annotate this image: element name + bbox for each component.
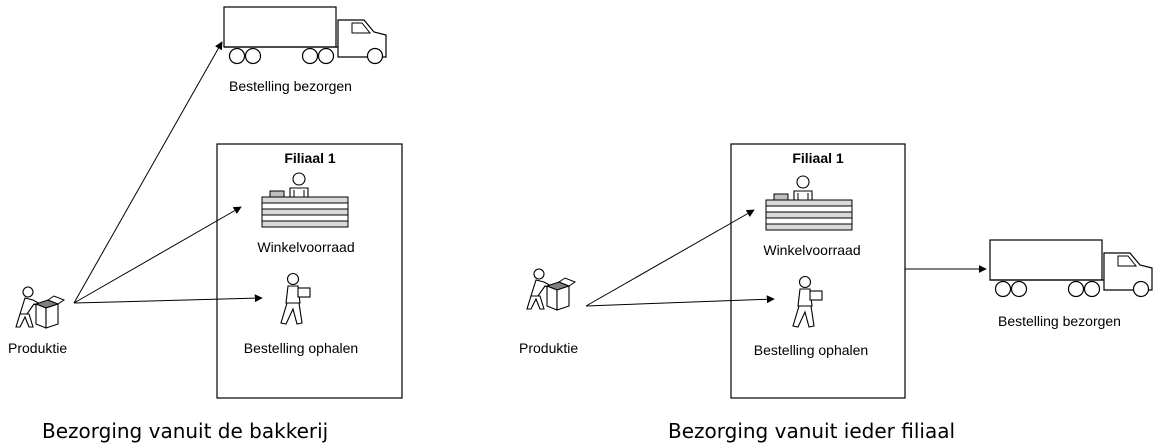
truck-icon bbox=[989, 239, 1153, 298]
pickup-label: Bestelling ophalen bbox=[754, 342, 868, 358]
left-diagram: Filiaal 1 Winkelvoorraad Bestelling opha… bbox=[8, 6, 403, 443]
caption: Bezorging vanuit de bakkerij bbox=[42, 419, 328, 443]
right-diagram: Filiaal 1 Winkelvoorraad Bestelling opha… bbox=[519, 143, 1153, 443]
caption: Bezorging vanuit ieder filiaal bbox=[668, 419, 955, 443]
person-carrying-icon bbox=[792, 275, 823, 328]
arrow-to-stock bbox=[585, 209, 755, 307]
production-label: Produktie bbox=[8, 340, 67, 356]
truck-icon bbox=[223, 6, 387, 65]
branch-title: Filiaal 1 bbox=[284, 150, 336, 166]
production-label: Produktie bbox=[519, 340, 578, 356]
person-carrying-icon bbox=[280, 272, 311, 325]
shop-counter-icon bbox=[261, 172, 349, 228]
worker-with-box-icon bbox=[15, 286, 65, 329]
arrow-to-stock bbox=[73, 206, 242, 304]
branch-box bbox=[730, 143, 906, 399]
arrow-to-pickup bbox=[73, 294, 263, 304]
pickup-label: Bestelling ophalen bbox=[244, 340, 358, 356]
arrow-to-pickup bbox=[585, 295, 775, 307]
arrow-to-truck bbox=[73, 41, 223, 304]
worker-with-box-icon bbox=[526, 268, 576, 311]
shop-counter-icon bbox=[765, 175, 853, 231]
branch-box bbox=[216, 143, 403, 399]
truck-label: Bestelling bezorgen bbox=[998, 313, 1121, 329]
stock-label: Winkelvoorraad bbox=[763, 242, 860, 258]
branch-title: Filiaal 1 bbox=[792, 150, 844, 166]
truck-label: Bestelling bezorgen bbox=[229, 78, 352, 94]
stock-label: Winkelvoorraad bbox=[257, 239, 354, 255]
